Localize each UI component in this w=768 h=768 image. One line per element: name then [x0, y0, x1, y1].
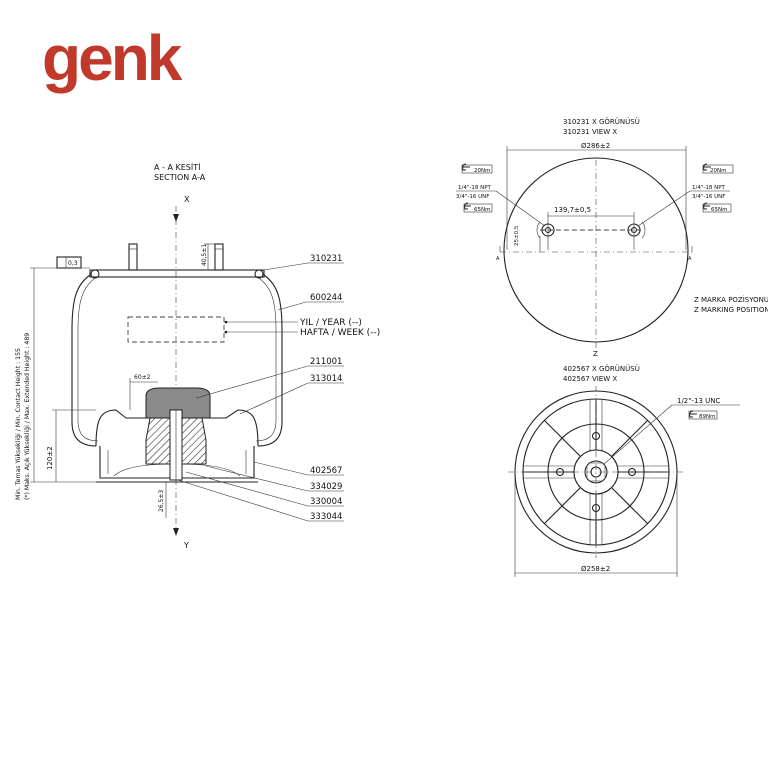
stud-spacing: 139,7±0,5 — [554, 206, 591, 214]
label-area — [127, 316, 225, 343]
unc-thread: 1/2"-13 UNC — [677, 397, 721, 405]
wrench-icon — [703, 202, 710, 210]
axis-y-arrow — [173, 528, 179, 536]
bellows — [71, 274, 283, 447]
stud-offset: 25±0,5 — [514, 225, 520, 246]
wrench-icon — [462, 163, 470, 171]
wrench-icon — [703, 163, 711, 171]
part-label: 402567 — [310, 466, 342, 476]
z-marking-en: Z MARKING POSITION — [694, 306, 768, 314]
part-label: 333044 — [310, 512, 342, 522]
thread-unf-right: 3/4"-16 UNF — [692, 194, 725, 200]
vertical-note-min: Min. Temas Yüksekliği / Min. Contact Hei… — [14, 348, 22, 500]
part-label: 211001 — [310, 357, 342, 367]
piston-base — [508, 386, 684, 558]
torque-65-right: 65Nm — [711, 207, 727, 213]
dim-height: 120±2 — [46, 446, 54, 470]
part-label: 600244 — [310, 293, 342, 303]
thread-npt-left: 1/4"-18 NPT — [458, 185, 492, 191]
wrench-icon — [464, 202, 471, 210]
year-label: YIL / YEAR (--) — [299, 318, 362, 328]
torque-89: 89Nm — [699, 414, 715, 420]
torque-20-left: 20Nm — [474, 168, 490, 174]
section-view: A - A KESİTİ SECTION A-A X Y — [14, 162, 380, 550]
axis-y-label: Y — [183, 541, 189, 550]
tolerance-value: 0,3 — [68, 260, 78, 267]
z-marking-tr: Z MARKA POZİSYONU — [694, 295, 768, 304]
bottom-view-title-en: 402567 VIEW X — [563, 375, 617, 383]
genk-logo: genk — [42, 22, 182, 94]
part-label: 334029 — [310, 482, 342, 492]
thread-unf-left: 3/4"-16 UNF — [456, 194, 489, 200]
torque-20-right: 20Nm — [710, 168, 726, 174]
vertical-note-max: (*) Maks. Açık Yüksekliği / Max. Extende… — [23, 333, 31, 500]
part-labels: 310231 600244 211001 313014 402567 33402… — [177, 254, 344, 522]
dim-bottom: 26,5±3 — [158, 490, 165, 512]
top-plate-outline — [503, 157, 689, 343]
part-label: 310231 — [310, 254, 342, 264]
thread-npt-right: 1/4"-18 NPT — [692, 185, 726, 191]
top-view: 310231 X GÖRÜNÜSÜ 310231 VIEW X Ø286±2 A… — [456, 117, 768, 358]
part-label: 330004 — [310, 497, 342, 507]
axis-x-label: X — [184, 195, 190, 204]
torque-65-left: 65Nm — [474, 207, 490, 213]
top-diameter: Ø286±2 — [581, 142, 610, 150]
week-label: HAFTA / WEEK (--) — [300, 328, 380, 338]
dim-width: 60±2 — [134, 374, 151, 381]
z-letter: Z — [593, 350, 598, 358]
section-title-en: SECTION A-A — [154, 173, 206, 182]
top-plate — [89, 269, 265, 278]
wrench-icon — [689, 410, 697, 418]
stud-left — [128, 243, 138, 271]
bottom-view-title-tr: 402567 X GÖRÜNÜSÜ — [563, 364, 640, 373]
dim-top: 40,5±1 — [201, 244, 208, 266]
top-view-title-tr: 310231 X GÖRÜNÜSÜ — [563, 117, 640, 126]
bottom-view: 402567 X GÖRÜNÜSÜ 402567 VIEW X — [508, 364, 740, 577]
stud-right — [214, 243, 224, 271]
part-label: 313014 — [310, 374, 342, 384]
bottom-diameter: Ø258±2 — [581, 565, 610, 573]
section-mark-left: A — [496, 256, 500, 262]
axis-x-arrow — [173, 214, 179, 222]
section-mark-right: A — [688, 256, 692, 262]
top-view-title-en: 310231 VIEW X — [563, 128, 617, 136]
section-title-tr: A - A KESİTİ — [154, 162, 200, 172]
